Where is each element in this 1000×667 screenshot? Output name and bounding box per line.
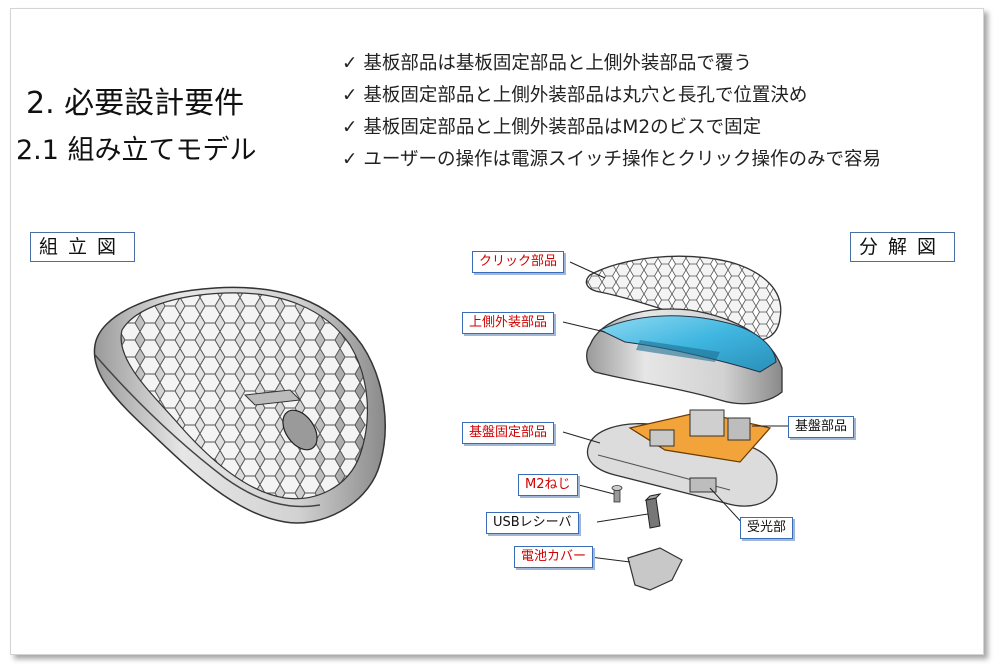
board-component (689, 409, 725, 437)
callout-leaders (562, 261, 788, 563)
usb-receiver-shape (644, 493, 662, 529)
callout-usb-receiver: USBレシーバ (486, 512, 579, 534)
mouse-seam (94, 354, 321, 508)
callout-battery-cover: 電池カバー (514, 546, 594, 568)
callout-click-part: クリック部品 (472, 251, 565, 273)
callout-screw: M2ねじ (518, 474, 578, 496)
section-title: 2. 必要設計要件 (26, 86, 245, 121)
light-receiver-shape (689, 477, 717, 493)
mouse-slot (243, 389, 302, 406)
callout-board: 基盤部品 (788, 416, 855, 438)
requirements-list: ✓ 基板部品は基板固定部品と上側外装部品で覆う ✓ 基板固定部品と上側外装部品は… (342, 48, 881, 176)
requirement-item: ✓ 基板部品は基板固定部品と上側外装部品で覆う (342, 53, 752, 74)
check-icon: ✓ (342, 85, 358, 106)
callout-light-receiver: 受光部 (740, 517, 794, 539)
check-icon: ✓ (342, 117, 358, 138)
mouse-top-hex-surface (120, 292, 368, 500)
check-icon: ✓ (342, 149, 358, 170)
callout-upper-housing: 上側外装部品 (462, 312, 555, 334)
board-component (649, 429, 675, 447)
click-part-shape (585, 255, 782, 341)
assembly-drawing-label: 組立図 (30, 232, 136, 262)
battery-cover-shape (627, 547, 683, 591)
housing-slot (636, 340, 720, 362)
requirement-item: ✓ 基板固定部品と上側外装部品は丸穴と長孔で位置決め (342, 85, 808, 106)
exploded-mouse-illustration (585, 255, 783, 591)
requirement-item: ✓ 基板固定部品と上側外装部品はM2のビスで固定 (342, 117, 762, 138)
callout-board-fixing: 基盤固定部品 (462, 422, 555, 444)
assembled-mouse-illustration (93, 286, 386, 524)
scroll-wheel (282, 409, 318, 451)
requirement-item: ✓ ユーザーの操作は電源スイッチ操作とクリック操作のみで容易 (342, 149, 882, 170)
subsection-title: 2.1 組み立てモデル (16, 135, 257, 166)
exploded-view-label: 分解図 (850, 232, 956, 262)
screw-shape (611, 485, 623, 503)
board-component (727, 417, 751, 441)
check-icon: ✓ (342, 53, 358, 74)
